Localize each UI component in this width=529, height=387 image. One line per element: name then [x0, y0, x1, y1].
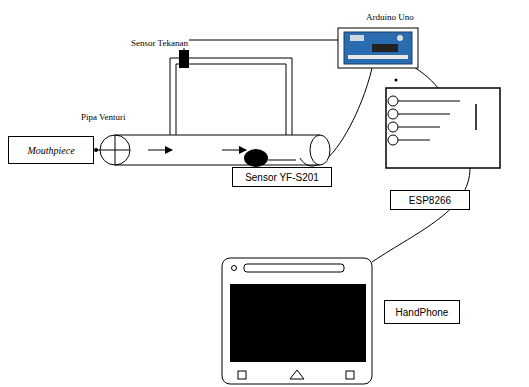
box-text: Sensor YF-S201	[245, 172, 319, 183]
part-box: Mouthpiece	[8, 136, 94, 164]
device-box: HandPhone	[384, 300, 460, 324]
box-text: Mouthpiece	[27, 145, 74, 156]
sensor-box: Sensor YF-S201	[232, 167, 332, 187]
part-label: Sensor Tekanan	[130, 38, 189, 48]
part-label: Pipa Venturi	[80, 112, 127, 122]
box-text: HandPhone	[396, 307, 449, 318]
box-text: ESP8266	[409, 195, 451, 206]
module-box: ESP8266	[390, 190, 470, 210]
part-label: Arduino Uno	[365, 12, 415, 22]
